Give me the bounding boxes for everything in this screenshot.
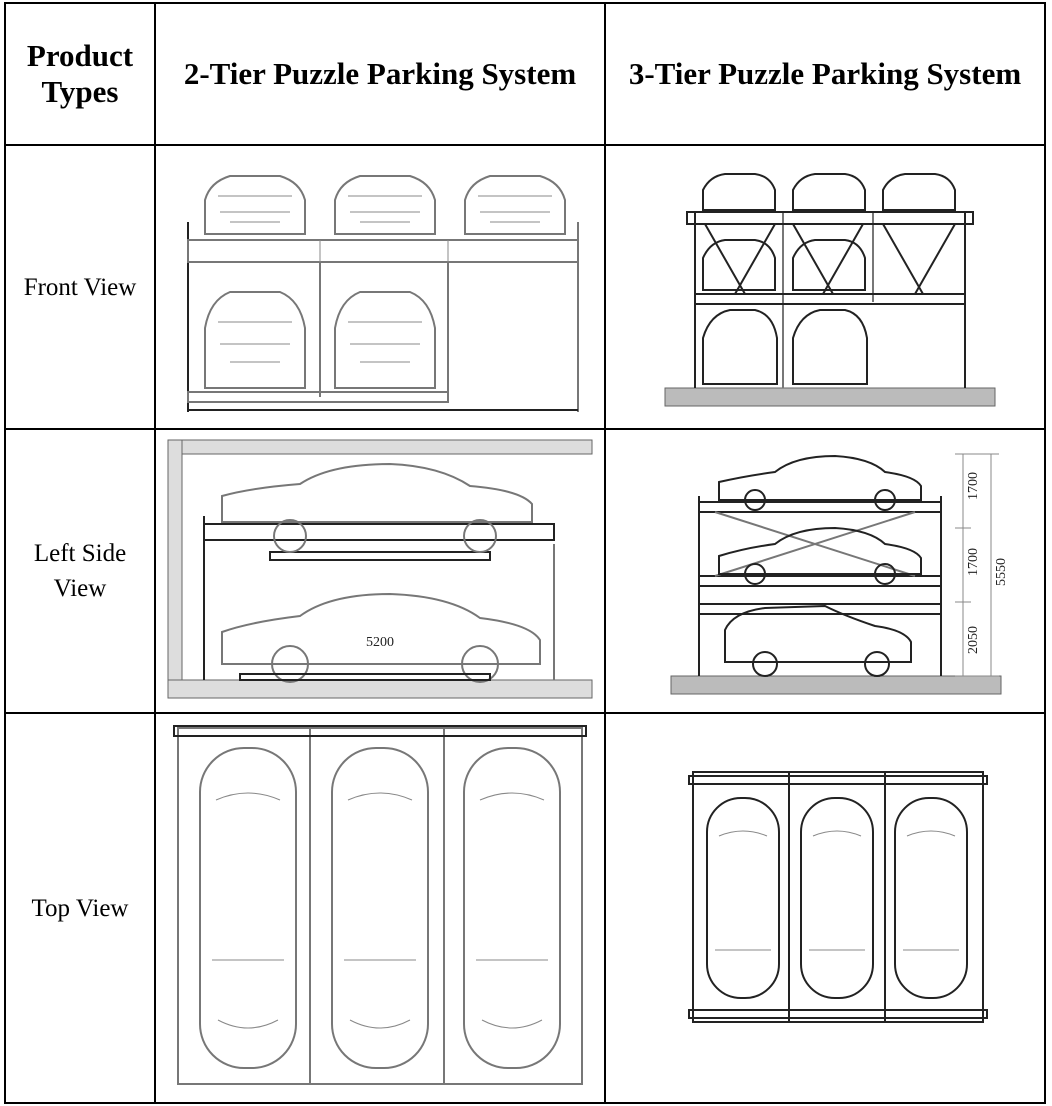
two-tier-top-drawing: [154, 712, 606, 1104]
car-top-icon: [199, 747, 297, 1069]
top-view-row: Top View: [4, 712, 1046, 1104]
three-tier-side-drawing: 1700 1700 2050 5550: [604, 428, 1046, 714]
two-tier-top-svg: [173, 725, 587, 1085]
car-front-icon: [334, 175, 436, 235]
two-tier-length-dimension: 5200: [366, 635, 394, 650]
car-side-icon: [718, 454, 922, 511]
front-view-row: Front View: [4, 144, 1046, 430]
two-tier-side-svg: 5200: [167, 439, 593, 699]
two-tier-header: 2-Tier Puzzle Parking System: [154, 2, 606, 146]
car-top-icon: [894, 797, 968, 999]
car-front-icon: [702, 239, 866, 291]
car-side-icon: [221, 462, 533, 553]
car-side-icon: [724, 604, 912, 677]
upper-tier-height-dimension: 1700: [966, 472, 981, 500]
lower-tier-height-dimension: 2050: [966, 626, 981, 654]
three-tier-front-drawing: [604, 144, 1046, 430]
total-height-dimension: 5550: [994, 558, 1009, 586]
car-top-icon: [463, 747, 561, 1069]
car-top-icon: [331, 747, 429, 1069]
top-view-label: Top View: [4, 712, 156, 1104]
two-tier-front-svg: [187, 175, 579, 412]
product-comparison-table: Product Types 2-Tier Puzzle Parking Syst…: [4, 2, 1046, 1104]
car-front-icon: [204, 175, 306, 235]
three-tier-header: 3-Tier Puzzle Parking System: [604, 2, 1046, 146]
car-side-icon: [718, 526, 922, 585]
car-front-icon: [702, 309, 868, 385]
two-tier-side-drawing: 5200: [154, 428, 606, 714]
three-tier-top-svg: [688, 771, 988, 1023]
three-tier-side-svg: 1700 1700 2050 5550: [670, 453, 1009, 695]
front-view-label: Front View: [4, 144, 156, 430]
left-side-view-row: Left Side View: [4, 428, 1046, 714]
car-front-icon: [204, 291, 306, 389]
left-side-view-label: Left Side View: [4, 428, 156, 714]
car-top-icon: [800, 797, 874, 999]
car-side-icon: [221, 592, 541, 683]
three-tier-top-drawing: [604, 712, 1046, 1104]
product-types-header: Product Types: [4, 2, 156, 146]
header-row: Product Types 2-Tier Puzzle Parking Syst…: [4, 2, 1046, 146]
car-front-icon: [334, 291, 436, 389]
car-front-icon: [702, 173, 956, 211]
two-tier-front-drawing: [154, 144, 606, 430]
car-top-icon: [706, 797, 780, 999]
middle-tier-height-dimension: 1700: [966, 548, 981, 576]
three-tier-front-svg: [664, 173, 996, 407]
car-front-icon: [464, 175, 566, 235]
